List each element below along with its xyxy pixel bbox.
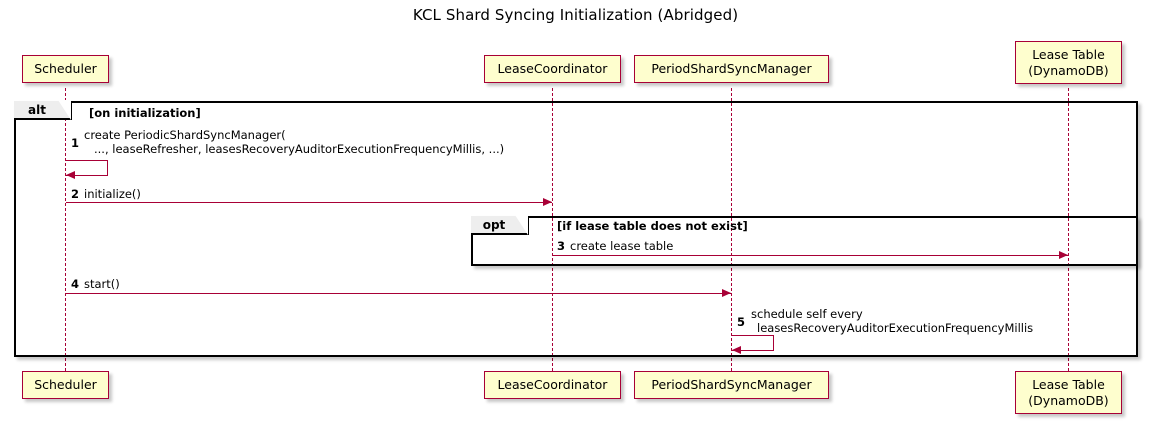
participant-periodshardsyncmanager-top[interactable]: PeriodShardSyncManager xyxy=(634,55,829,83)
participant-scheduler-bottom[interactable]: Scheduler xyxy=(22,371,109,399)
participant-periodshardsyncmanager-bottom[interactable]: PeriodShardSyncManager xyxy=(634,371,829,399)
lifeline-periodshardsyncmanager xyxy=(731,88,732,371)
participant-label: PeriodShardSyncManager xyxy=(651,377,812,393)
participant-label-line2: (DynamoDB) xyxy=(1028,392,1109,408)
participant-label: LeaseCoordinator xyxy=(497,377,608,393)
message-5-label-line2: leasesRecoveryAuditorExecutionFrequencyM… xyxy=(757,321,1034,335)
message-1-label-line1: create PeriodicShardSyncManager( xyxy=(84,128,286,142)
participant-label-line1: Lease Table xyxy=(1032,377,1105,393)
message-3-arrowhead xyxy=(1059,250,1068,259)
participant-leasecoordinator-bottom[interactable]: LeaseCoordinator xyxy=(484,371,621,399)
participant-label-line2: (DynamoDB) xyxy=(1028,62,1109,78)
message-1-number: 1 xyxy=(71,136,80,150)
participant-label: PeriodShardSyncManager xyxy=(651,61,812,77)
participant-label: Scheduler xyxy=(34,61,97,77)
message-2-label: initialize() xyxy=(84,187,141,201)
participant-leasetable-top[interactable]: Lease Table (DynamoDB) xyxy=(1015,41,1122,84)
frame-opt-tab: opt xyxy=(471,215,529,235)
frame-opt-condition: [if lease table does not exist] xyxy=(557,219,748,233)
frame-opt xyxy=(471,216,1138,266)
message-5-self-loop xyxy=(732,335,774,351)
message-4-number: 4 xyxy=(71,277,80,291)
message-4-arrowhead xyxy=(722,288,731,297)
frame-alt-condition: [on initialization] xyxy=(89,106,201,120)
message-5-arrowhead xyxy=(732,346,741,354)
participant-scheduler-top[interactable]: Scheduler xyxy=(22,55,109,83)
lifeline-leasetable xyxy=(1068,88,1069,371)
frame-alt-keyword: alt xyxy=(28,102,46,117)
diagram-title: KCL Shard Syncing Initialization (Abridg… xyxy=(412,6,739,24)
message-1-arrowhead xyxy=(66,171,75,179)
participant-label-line1: Lease Table xyxy=(1032,47,1105,63)
message-2-line xyxy=(66,202,552,203)
participant-label: LeaseCoordinator xyxy=(497,61,608,77)
frame-opt-keyword: opt xyxy=(482,217,506,232)
message-4-label: start() xyxy=(84,277,120,291)
message-5-label-line1: schedule self every xyxy=(751,307,863,321)
message-4-line xyxy=(66,293,731,294)
participant-leasetable-bottom[interactable]: Lease Table (DynamoDB) xyxy=(1015,371,1122,414)
message-5-number: 5 xyxy=(737,315,746,329)
participant-label: Scheduler xyxy=(34,377,97,393)
message-3-label: create lease table xyxy=(570,239,674,253)
lifeline-leasecoordinator xyxy=(552,88,553,371)
message-1-label-line2: ..., leaseRefresher, leasesRecoveryAudit… xyxy=(94,142,505,156)
message-3-line xyxy=(552,255,1069,256)
message-2-arrowhead xyxy=(543,197,552,206)
lifeline-scheduler xyxy=(65,88,66,371)
participant-leasecoordinator-top[interactable]: LeaseCoordinator xyxy=(484,55,621,83)
frame-alt-tab: alt xyxy=(14,100,72,120)
message-1-self-loop xyxy=(66,160,108,176)
message-2-number: 2 xyxy=(71,187,80,201)
message-3-number: 3 xyxy=(557,239,566,253)
